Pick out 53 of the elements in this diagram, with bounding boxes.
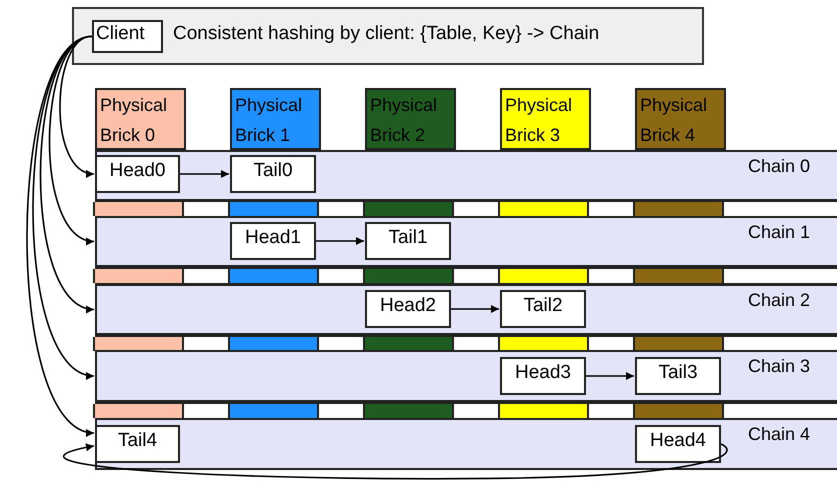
- replica-box: [365, 290, 451, 328]
- replica-box: [635, 425, 721, 463]
- node-label: Head4: [650, 429, 706, 453]
- node-label: Client: [96, 22, 145, 46]
- brick-column-header: [230, 88, 321, 150]
- node-label: Tail3: [658, 361, 698, 385]
- replica-box: [230, 155, 316, 193]
- chain-band: [95, 418, 837, 470]
- brick-column-header: [635, 88, 726, 150]
- brick-column-header: [365, 88, 456, 150]
- chain-label: Chain 4: [748, 423, 810, 446]
- replica-box: [500, 357, 586, 395]
- client-panel: [72, 7, 704, 65]
- arrow: [48, 36, 94, 244]
- node-label: Head3: [515, 361, 571, 385]
- replica-box: [635, 357, 721, 395]
- brick-column-header: [500, 88, 591, 150]
- brick-label: Physical Brick 0: [100, 94, 168, 147]
- chain-band: [95, 350, 837, 402]
- node-label: Tail1: [388, 226, 428, 250]
- brick-label: Physical Brick 1: [235, 94, 304, 147]
- node-label: Head0: [110, 159, 166, 183]
- brick-label: Physical Brick 2: [370, 94, 438, 147]
- chain-label: Chain 3: [748, 355, 810, 378]
- replica-box: [230, 222, 316, 260]
- arrow: [26, 36, 94, 434]
- brick-label: Physical Brick 3: [505, 94, 574, 147]
- chain-band: [95, 216, 837, 267]
- arrow: [59, 36, 94, 176]
- arrow: [451, 305, 499, 313]
- chain-band: [95, 284, 837, 335]
- arrow: [65, 443, 728, 480]
- node-label: Tail2: [523, 294, 563, 318]
- chain-label: Chain 1: [748, 221, 810, 244]
- heading-text: Consistent hashing by client: {Table, Key} -> Chain: [173, 22, 600, 46]
- chain-label: Chain 0: [748, 155, 810, 178]
- chain-band: [95, 150, 837, 201]
- node-label: Head1: [245, 226, 301, 250]
- chain-label: Chain 2: [748, 289, 810, 312]
- arrow: [316, 237, 364, 245]
- node-label: Head2: [380, 294, 436, 318]
- brick-column-header: [95, 88, 186, 150]
- node-label: Tail4: [118, 429, 158, 453]
- arrow: [180, 170, 229, 178]
- replica-box: [95, 155, 180, 193]
- replica-box: [500, 290, 586, 328]
- arrow: [40, 36, 94, 311]
- node-label: Tail0: [253, 159, 293, 183]
- client-box: [92, 20, 163, 53]
- replica-box: [365, 222, 451, 260]
- arrow: [586, 372, 634, 380]
- replica-box: [95, 425, 180, 463]
- brick-label: Physical Brick 4: [640, 94, 708, 147]
